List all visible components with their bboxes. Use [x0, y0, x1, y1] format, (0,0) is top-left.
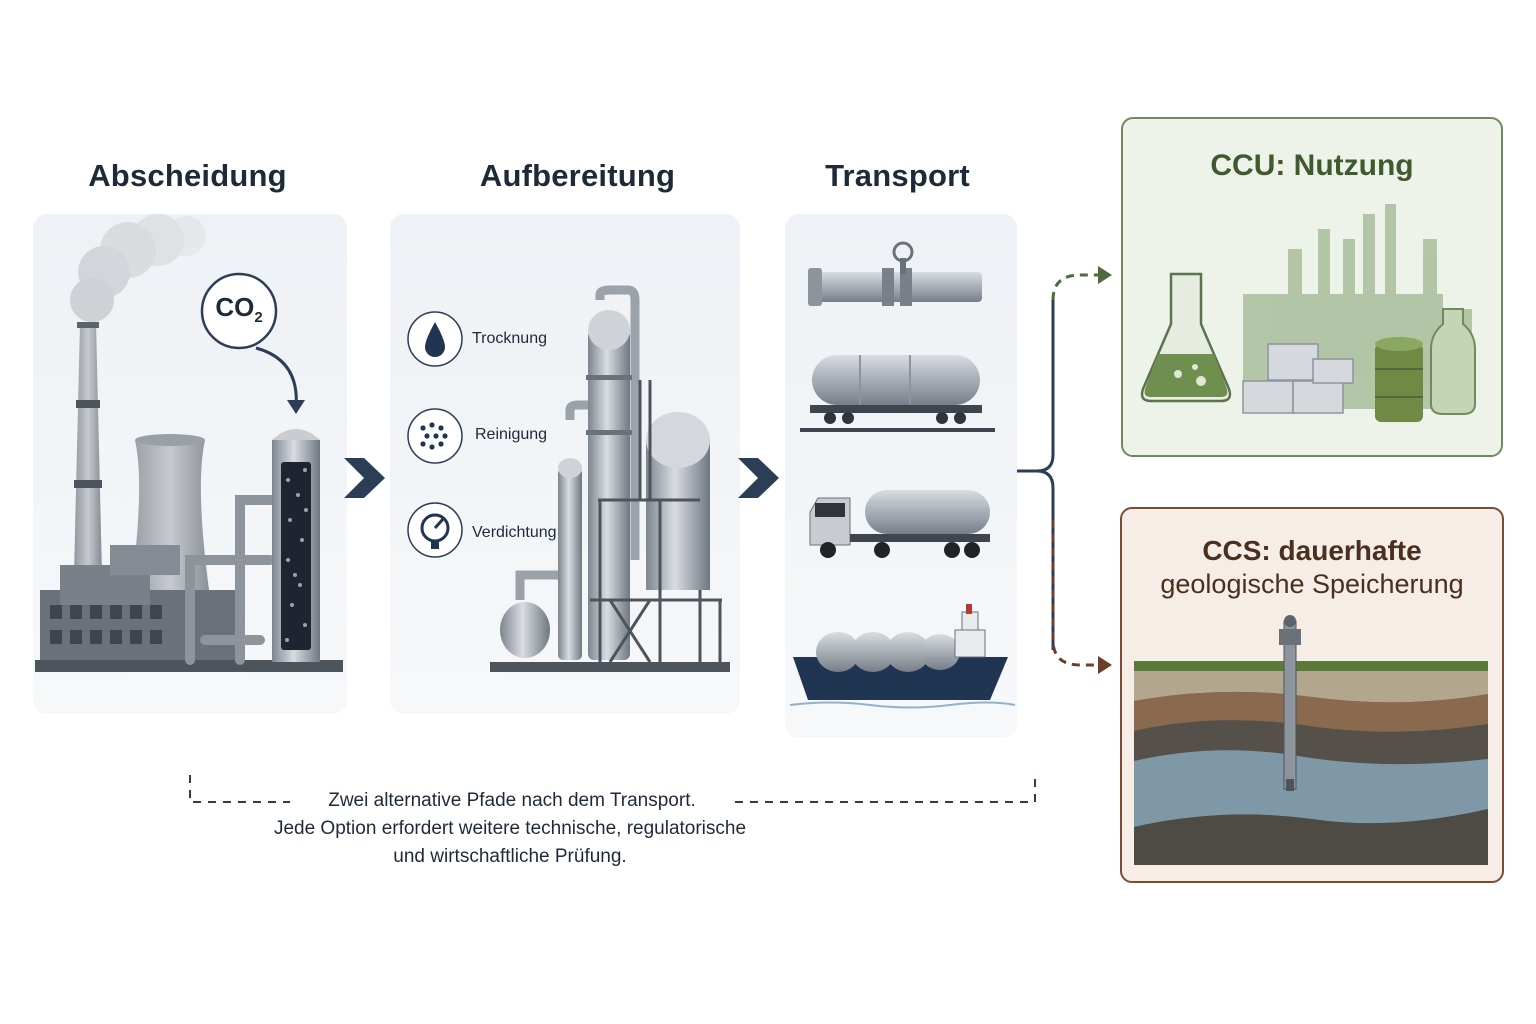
- pressure-gauge-icon: [420, 513, 450, 549]
- stage-title-transport: Transport: [825, 158, 970, 193]
- ccs-title-line1: CCS: dauerhafte: [1202, 535, 1422, 566]
- bottle-icon: [1430, 308, 1476, 415]
- note-line-2: Jede Option erfordert weitere technische…: [273, 818, 747, 839]
- stage-title-capture: Abscheidung: [88, 158, 287, 193]
- note-line-3: und wirtschaftliche Prüfung.: [393, 846, 627, 867]
- barrel-icon: [1375, 337, 1423, 422]
- pipework-icon: [185, 495, 277, 665]
- note-bracket-left: [189, 775, 290, 803]
- co2-text: CO: [215, 292, 255, 322]
- ccu-title: CCU: Nutzung: [1210, 149, 1414, 182]
- co2-arrow-icon: [255, 346, 298, 409]
- co2-badge-label: CO2: [202, 292, 276, 326]
- step-label-cleaning: Reinigung: [475, 426, 548, 443]
- capture-column-icon: [272, 429, 320, 662]
- tank-truck-icon: [809, 490, 990, 558]
- processing-plant-icon: [490, 285, 730, 672]
- water-drop-icon: [425, 322, 445, 357]
- factory-building-icon: [35, 545, 343, 672]
- step-label-drying: Trocknung: [472, 330, 547, 347]
- ccs-title-line2: geologische Speicherung: [1160, 569, 1464, 599]
- branch-connector: [1017, 266, 1112, 674]
- note-bracket-right: [735, 775, 1036, 803]
- co2-badge-icon: [200, 272, 278, 350]
- material-blocks-icon: [1242, 343, 1354, 414]
- tanker-ship-icon: [789, 604, 1016, 709]
- rail-tank-car-icon: [800, 355, 995, 432]
- stage-title-processing: Aufbereitung: [479, 158, 676, 193]
- co2-subscript: 2: [254, 309, 263, 327]
- arrow-capture-to-processing-icon: [344, 458, 385, 498]
- ccu-box: CCU: Nutzung: [1121, 117, 1503, 457]
- step-icon-circles: [407, 311, 463, 558]
- smoke-plume-icon: [70, 214, 206, 322]
- arrow-processing-to-transport-icon: [738, 458, 779, 498]
- geological-strata-illustration: [1134, 615, 1488, 865]
- flask-icon: [1140, 272, 1232, 403]
- pipeline-icon: [808, 241, 982, 306]
- dots-filter-icon: [420, 422, 448, 450]
- step-label-compression: Verdichtung: [472, 524, 557, 541]
- injection-well-icon: [1279, 615, 1301, 791]
- note-line-1: Zwei alternative Pfade nach dem Transpor…: [328, 790, 696, 811]
- ccs-box: CCS: dauerhafte geologische Speicherung: [1120, 507, 1504, 883]
- ccu-illustration: [1140, 204, 1476, 422]
